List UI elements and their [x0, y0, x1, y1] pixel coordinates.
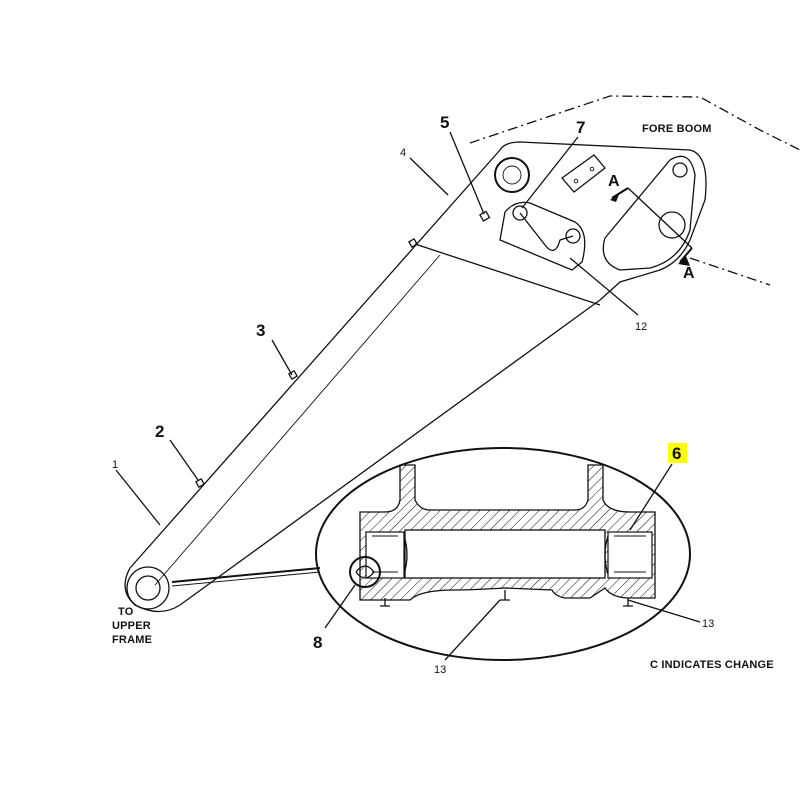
section-a-label-bottom: A [683, 265, 695, 282]
callout-8: 8 [313, 633, 322, 652]
callout-13-bottom: 13 [434, 664, 446, 676]
change-note: C INDICATES CHANGE [650, 659, 774, 671]
callout-13-right: 13 [702, 618, 714, 630]
callout-2: 2 [155, 422, 164, 441]
callout-6: 6 [672, 444, 681, 463]
section-a-cutline [610, 187, 693, 266]
foot-pin [126, 566, 170, 610]
boom-head-features [195, 154, 696, 488]
callout-3: 3 [256, 321, 265, 340]
callout-7: 7 [576, 118, 585, 137]
to-upper-frame-line3: FRAME [112, 634, 152, 646]
to-upper-frame-line1: TO [118, 606, 134, 618]
boom-body [124, 141, 707, 613]
fore-boom-label: FORE BOOM [642, 123, 712, 135]
section-a-label-top: A [608, 173, 620, 190]
callout-12: 12 [635, 321, 647, 333]
to-upper-frame-line2: UPPER [112, 620, 151, 632]
callout-1: 1 [112, 459, 118, 471]
leader-lines [115, 131, 701, 661]
callout-5: 5 [440, 113, 449, 132]
callout-4: 4 [400, 147, 406, 159]
fore-boom-outline [469, 95, 800, 286]
callout-6-highlight [668, 443, 687, 463]
detail-view [171, 447, 691, 661]
